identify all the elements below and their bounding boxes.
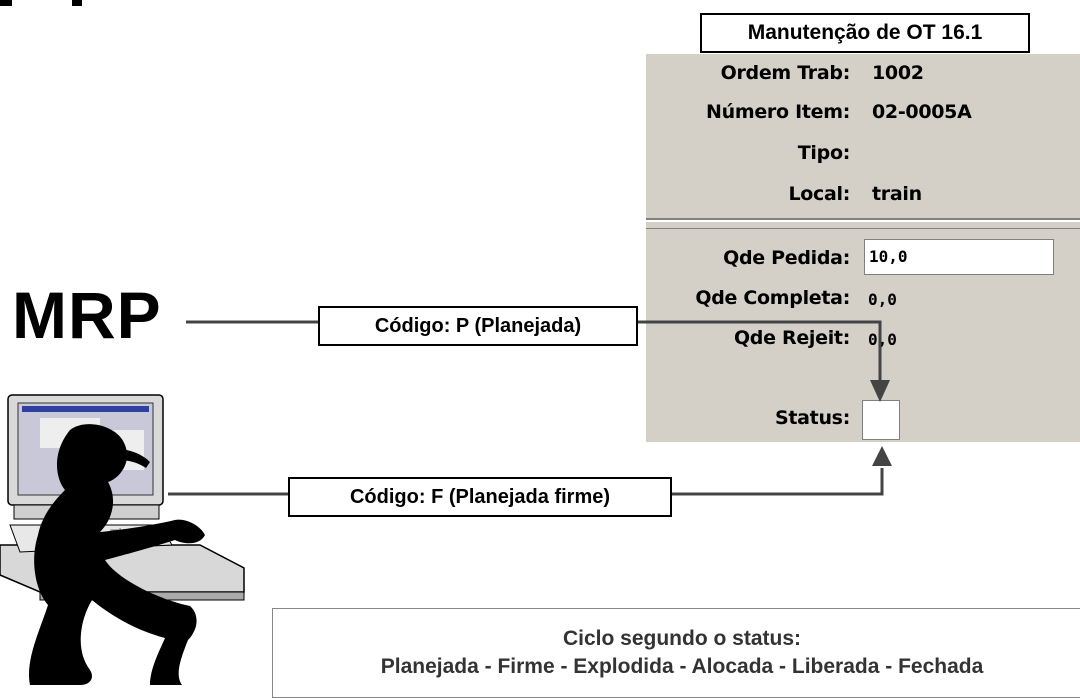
- numero-item-value: 02-0005A: [872, 101, 972, 123]
- qde-pedida-label: Qde Pedida:: [723, 247, 850, 269]
- arrow-up-icon: [872, 446, 892, 466]
- local-label: Local:: [788, 183, 850, 205]
- status-label: Status:: [774, 407, 850, 429]
- code-p-box: Código: P (Planejada): [318, 306, 638, 346]
- top-fragment-left: [0, 0, 12, 6]
- top-fragment-right: [72, 0, 82, 6]
- divider-lower: [646, 228, 1080, 229]
- status-input[interactable]: [862, 400, 900, 440]
- code-f-box: Código: F (Planejada firme): [288, 477, 672, 517]
- qde-pedida-input[interactable]: 10,0: [864, 239, 1054, 275]
- code-f-connector-line: [672, 468, 884, 496]
- qde-completa-value: 0,0: [868, 290, 897, 309]
- status-cycle-box: Ciclo segundo o status: Planejada - Firm…: [272, 608, 1080, 698]
- local-value: train: [872, 183, 922, 205]
- arrow-down-icon: [870, 380, 890, 402]
- code-p-connector-line: [638, 320, 882, 382]
- ordem-trab-label: Ordem Trab:: [720, 62, 851, 84]
- cycle-title: Ciclo segundo o status:: [562, 627, 801, 650]
- ordem-trab-value: 1002: [872, 62, 924, 84]
- qde-completa-label: Qde Completa:: [695, 287, 850, 309]
- work-order-form-panel: Ordem Trab: 1002 Número Item: 02-0005A T…: [646, 54, 1080, 442]
- divider-highlight: [646, 220, 1080, 222]
- window-title: Manutenção de OT 16.1: [700, 13, 1030, 53]
- qde-rejeit-label: Qde Rejeit:: [733, 327, 850, 349]
- person-at-computer-icon: [0, 394, 245, 685]
- mrp-label: MRP: [12, 278, 162, 352]
- cycle-sequence: Planejada - Firme - Explodida - Alocada …: [380, 655, 984, 678]
- divider: [646, 218, 1080, 220]
- tipo-label: Tipo:: [797, 142, 851, 164]
- numero-item-label: Número Item:: [706, 101, 850, 123]
- qde-rejeit-value: 0,0: [868, 330, 897, 349]
